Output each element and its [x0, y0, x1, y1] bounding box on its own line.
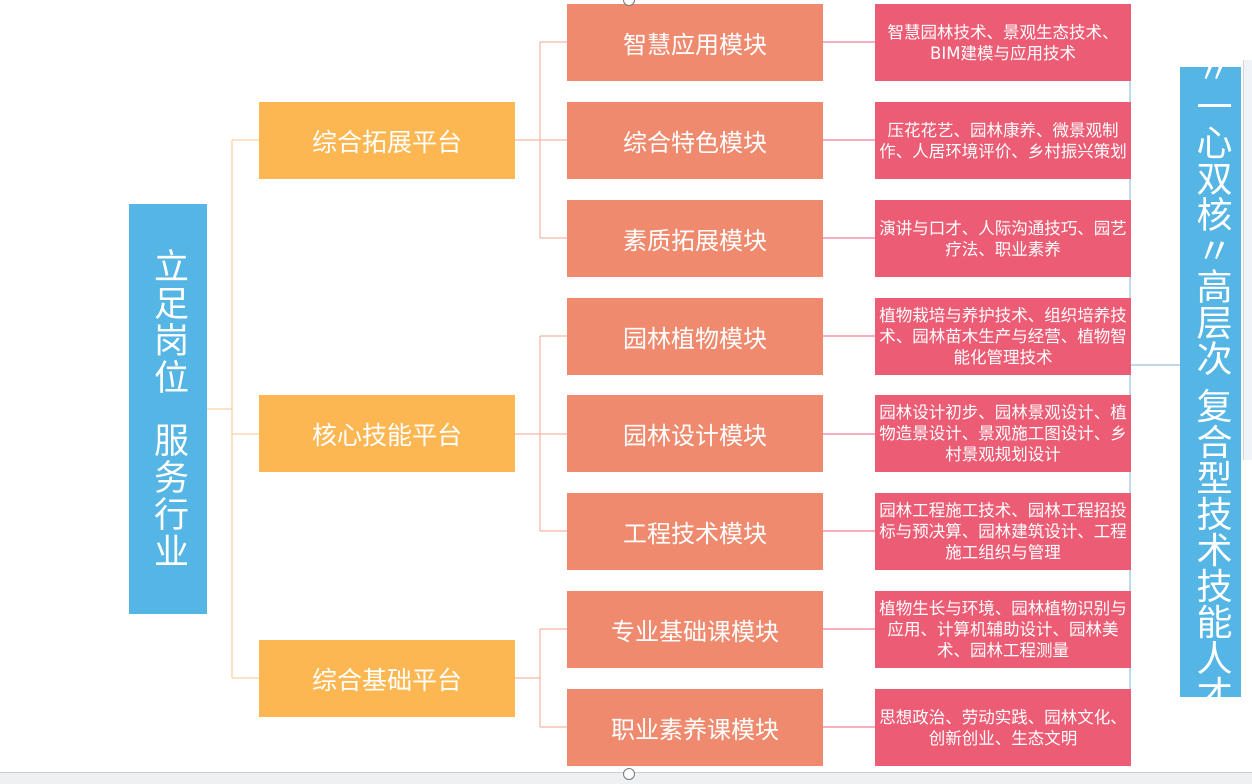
platform-label: 核心技能平台 [311, 420, 462, 450]
platform-connectors [515, 41, 567, 728]
module-label: 园林植物模块 [623, 325, 767, 353]
platform-label: 综合基础平台 [311, 665, 462, 695]
module-label: 智慧应用模块 [623, 31, 767, 59]
summary-node[interactable]: 〃一心双核〃高层次 复合型技术技能人才 [1180, 52, 1241, 712]
module-label: 职业素养课模块 [611, 716, 779, 744]
detail-text: 演讲与口才、人际沟通技巧、园艺疗法、职业素养 [879, 218, 1127, 259]
resize-handle-bottom[interactable] [623, 768, 635, 780]
detail-node[interactable]: 植物栽培与养护技术、组织培养技术、园林苗木生产与经营、植物智能化管理技术 [875, 298, 1131, 375]
detail-text: 植物生长与环境、园林植物识别与应用、计算机辅助设计、园林美术、园林工程测量 [879, 599, 1127, 660]
platform-node[interactable]: 综合拓展平台 [259, 102, 515, 179]
module-label: 工程技术模块 [623, 520, 767, 548]
platform-node[interactable]: 核心技能平台 [259, 395, 515, 472]
detail-text: 思想政治、劳动实践、园林文化、创新创业、生态文明 [879, 707, 1127, 748]
root-node[interactable]: 立足岗位 服务行业 [129, 204, 207, 614]
module-label: 素质拓展模块 [623, 227, 767, 255]
module-connectors [823, 41, 875, 728]
detail-node[interactable]: 园林设计初步、园林景观设计、植物造景设计、景观施工图设计、乡村景观规划设计 [875, 395, 1131, 472]
module-node[interactable]: 园林植物模块 [567, 298, 823, 375]
detail-node[interactable]: 园林工程施工技术、园林工程招投标与预决算、园林建筑设计、工程施工组织与管理 [875, 493, 1131, 570]
detail-text: 植物栽培与养护技术、组织培养技术、园林苗木生产与经营、植物智能化管理技术 [879, 306, 1127, 367]
detail-node[interactable]: 智慧园林技术、景观生态技术、BIM建模与应用技术 [875, 4, 1131, 81]
platform-label: 综合拓展平台 [311, 127, 462, 157]
module-node[interactable]: 智慧应用模块 [567, 4, 823, 81]
platform-node[interactable]: 综合基础平台 [259, 640, 515, 717]
detail-text: 智慧园林技术、景观生态技术、BIM建模与应用技术 [887, 22, 1119, 63]
summary-label: 〃一心双核〃高层次 复合型技术技能人才 [1190, 52, 1232, 712]
module-node[interactable]: 综合特色模块 [567, 102, 823, 179]
vertical-scrollbar[interactable] [1243, 60, 1252, 460]
detail-node[interactable]: 植物生长与环境、园林植物识别与应用、计算机辅助设计、园林美术、园林工程测量 [875, 591, 1131, 668]
detail-text: 压花花艺、园林康养、微景观制作、人居环境评价、乡村振兴策划 [879, 120, 1127, 161]
detail-text: 园林设计初步、园林景观设计、植物造景设计、景观施工图设计、乡村景观规划设计 [879, 403, 1127, 464]
module-label: 园林设计模块 [623, 422, 767, 450]
module-node[interactable]: 素质拓展模块 [567, 200, 823, 277]
detail-node[interactable]: 思想政治、劳动实践、园林文化、创新创业、生态文明 [875, 689, 1131, 766]
root-label: 立足岗位 服务行业 [148, 247, 188, 571]
module-label: 专业基础课模块 [611, 618, 779, 646]
module-node[interactable]: 工程技术模块 [567, 493, 823, 570]
detail-node[interactable]: 压花花艺、园林康养、微景观制作、人居环境评价、乡村振兴策划 [875, 102, 1131, 179]
module-label: 综合特色模块 [623, 129, 767, 157]
detail-node[interactable]: 演讲与口才、人际沟通技巧、园艺疗法、职业素养 [875, 200, 1131, 277]
module-node[interactable]: 职业素养课模块 [567, 689, 823, 766]
root-connectors [207, 139, 259, 679]
module-node[interactable]: 专业基础课模块 [567, 591, 823, 668]
summary-connectors [1129, 4, 1180, 763]
detail-text: 园林工程施工技术、园林工程招投标与预决算、园林建筑设计、工程施工组织与管理 [879, 501, 1127, 562]
module-node[interactable]: 园林设计模块 [567, 395, 823, 472]
